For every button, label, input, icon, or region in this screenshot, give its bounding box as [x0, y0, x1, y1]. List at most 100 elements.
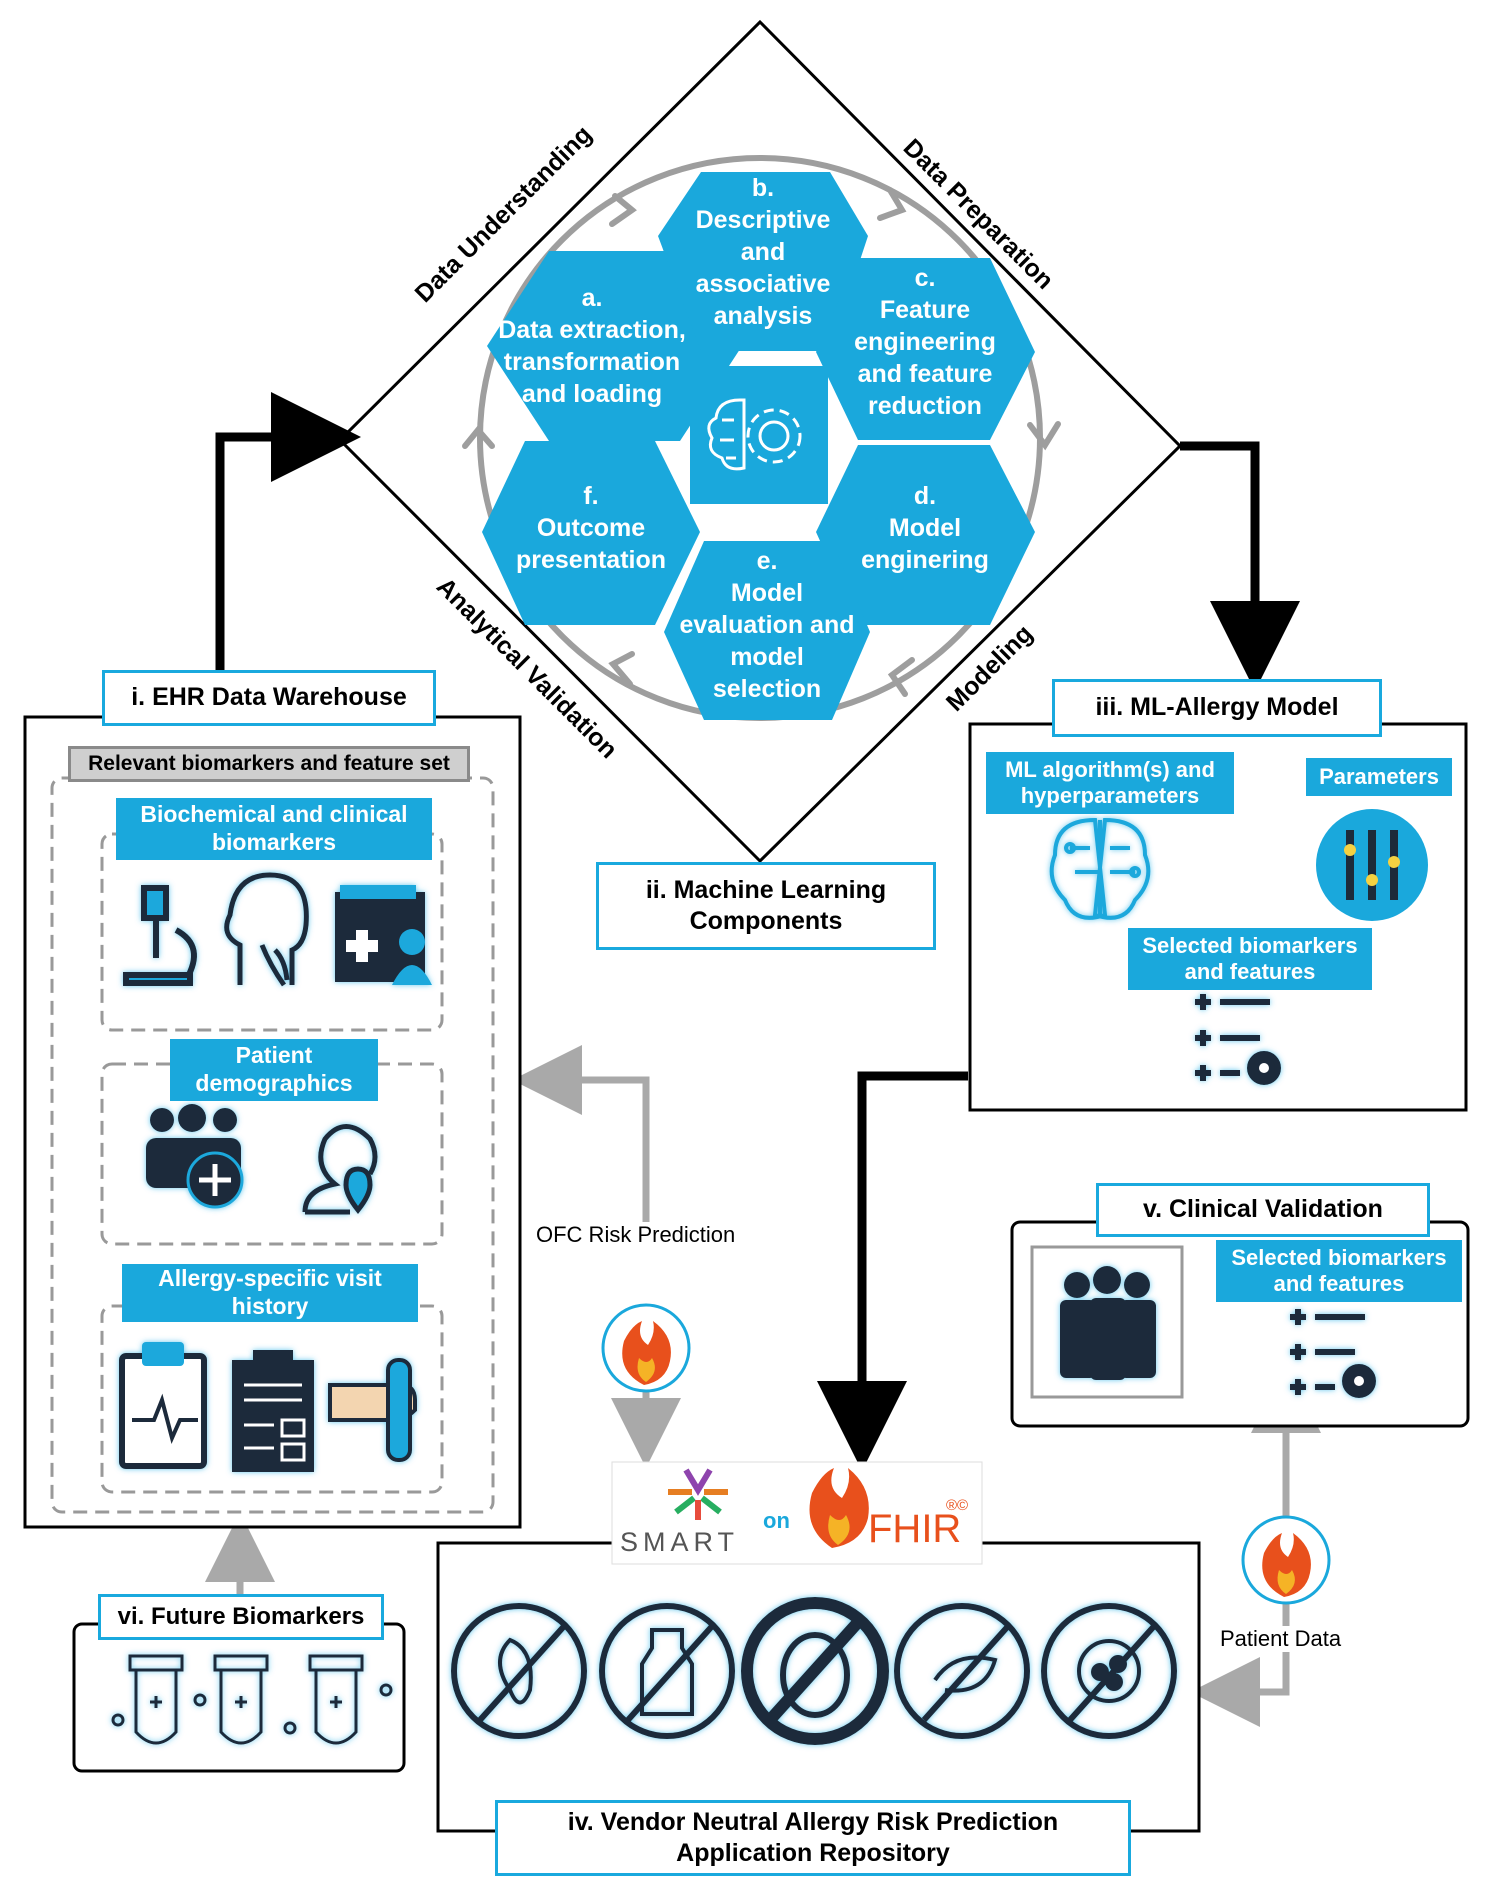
group-visit-title-line2: history — [231, 1293, 309, 1319]
ml-allergy-title: iii. ML-Allergy Model — [1052, 679, 1382, 737]
step-a-line1: Data extraction, — [498, 316, 686, 344]
step-b-label: b. Descriptive and associative analysis — [658, 172, 868, 332]
step-c-line2: engineering — [854, 328, 996, 356]
group-demo-title-line1: Patient — [235, 1042, 313, 1069]
ehr-title: i. EHR Data Warehouse — [102, 670, 436, 726]
repository-box — [436, 1541, 1201, 1833]
repository-title-line2: Application Repository — [676, 1839, 950, 1867]
smart-logo-icon — [668, 1468, 728, 1520]
step-e-line4: selection — [712, 675, 822, 703]
flame-badge-icon-ofc — [601, 1303, 691, 1393]
ml-components-label: ii. Machine Learning Components — [596, 862, 936, 950]
step-c-line1: Feature — [879, 296, 971, 324]
group-bio-title-line2: biomarkers — [211, 829, 336, 855]
step-b-line1: Descriptive — [695, 206, 831, 234]
step-c-line4: reduction — [868, 392, 982, 420]
step-b-line4: analysis — [713, 302, 813, 330]
no-egg-icon — [741, 1597, 889, 1745]
step-a-line2: transformation — [503, 348, 681, 376]
group-bio-title: Biochemical and clinical biomarkers — [116, 798, 432, 860]
step-f-label: f. Outcome presentation — [486, 480, 696, 576]
step-e-line1: Model — [730, 579, 804, 607]
repository-title: iv. Vendor Neutral Allergy Risk Predicti… — [495, 1800, 1131, 1876]
black-flow-arrows — [215, 392, 1300, 1471]
step-a-letter: a. — [581, 284, 603, 312]
ml-features-title: Selected biomarkers and features — [1128, 928, 1372, 990]
step-e-line3: model — [730, 643, 804, 671]
future-title: vi. Future Biomarkers — [98, 1594, 384, 1640]
test-tubes-icon — [111, 1654, 393, 1745]
clinical-feature-gear-icon — [1290, 1309, 1376, 1398]
smart-fhir-logo-box — [611, 1461, 983, 1565]
no-milk-icon — [599, 1603, 735, 1739]
clinical-features-line2: and features — [1273, 1271, 1405, 1296]
allergen-icons — [451, 1597, 1177, 1745]
patient-location-icon — [302, 1124, 378, 1215]
fhir-registered-mark: ®© — [946, 1497, 969, 1514]
no-shrimp-icon — [894, 1603, 1030, 1739]
step-d-label: d. Model enginering — [820, 480, 1030, 576]
group-visit-title: Allergy-specific visit history — [122, 1264, 418, 1322]
clinical-title: v. Clinical Validation — [1096, 1183, 1430, 1237]
step-a-label: a. Data extraction, transformation and l… — [487, 282, 697, 410]
clipboard-form-icon — [232, 1350, 314, 1472]
feature-list-gear-icon — [1195, 994, 1281, 1085]
ml-components-line1: ii. Machine Learning — [645, 875, 887, 904]
cycle-arrows — [462, 187, 1061, 697]
ml-components-line2: Components — [689, 907, 843, 935]
ehr-set-title: Relevant biomarkers and feature set — [68, 746, 470, 782]
step-d-line2: enginering — [861, 546, 989, 574]
hex-a — [487, 251, 742, 441]
step-e-line2: evaluation and — [679, 611, 855, 639]
clipboard-ecg-icon — [119, 1342, 207, 1469]
step-c-letter: c. — [914, 264, 936, 292]
brain-gear-icon — [707, 398, 802, 471]
group-demo-title: Patient demographics — [170, 1039, 378, 1101]
smart-wordmark: SMART — [620, 1527, 740, 1557]
hex-e — [664, 541, 870, 720]
step-f-line1: Outcome — [536, 514, 646, 542]
ml-algo-title: ML algorithm(s) and hyperparameters — [986, 752, 1234, 814]
no-seed-icon — [1041, 1603, 1177, 1739]
group-bio-title-line1: Biochemical and clinical — [140, 801, 408, 828]
microscope-icon — [123, 885, 197, 986]
hex-b — [658, 172, 868, 351]
fhir-flame-icon — [809, 1468, 869, 1548]
hand-test-tube-icon — [328, 1358, 417, 1462]
step-c-line3: and feature — [857, 360, 993, 388]
step-e-label: e. Model evaluation and model selection — [662, 545, 872, 705]
ml-features-line1: Selected biomarkers — [1142, 932, 1358, 958]
step-d-letter: d. — [913, 482, 937, 510]
hex-f — [482, 441, 700, 625]
flame-badge-icon-patient — [1241, 1515, 1331, 1605]
no-peanut-icon — [451, 1603, 587, 1739]
throat-anatomy-icon — [224, 872, 309, 987]
hex-d — [816, 445, 1035, 625]
sliders-icon — [1316, 809, 1428, 921]
hex-c — [816, 258, 1035, 440]
ml-params-title: Parameters — [1306, 758, 1452, 796]
patient-data-label: Patient Data — [1218, 1626, 1344, 1652]
clinical-features-line1: Selected biomarkers — [1231, 1244, 1447, 1270]
fhir-wordmark: FHIR — [868, 1507, 962, 1551]
ml-algo-line2: hyperparameters — [1020, 783, 1200, 808]
step-f-line2: presentation — [515, 546, 667, 574]
on-word: on — [763, 1508, 790, 1533]
group-demo-title-line2: demographics — [195, 1070, 353, 1096]
ml-features-line2: and features — [1184, 959, 1316, 984]
step-b-line3: associative — [695, 270, 831, 298]
ml-algo-line1: ML algorithm(s) and — [1005, 756, 1215, 782]
cycle-hexagons — [482, 172, 1035, 720]
step-e-letter: e. — [756, 547, 778, 575]
group-visit-title-line1: Allergy-specific visit — [158, 1265, 382, 1292]
ofc-risk-prediction-label: OFC Risk Prediction — [534, 1222, 738, 1248]
repository-title-line1: iv. Vendor Neutral Allergy Risk Predicti… — [567, 1807, 1059, 1836]
circuit-brain-icon — [1049, 817, 1151, 920]
clinical-features-title: Selected biomarkers and features — [1216, 1240, 1462, 1302]
step-b-line2: and — [740, 238, 786, 266]
step-c-label: c. Feature engineering and feature reduc… — [820, 262, 1030, 422]
step-f-letter: f. — [583, 482, 599, 510]
team-icon — [1060, 1266, 1156, 1380]
step-a-line3: and loading — [521, 380, 663, 408]
